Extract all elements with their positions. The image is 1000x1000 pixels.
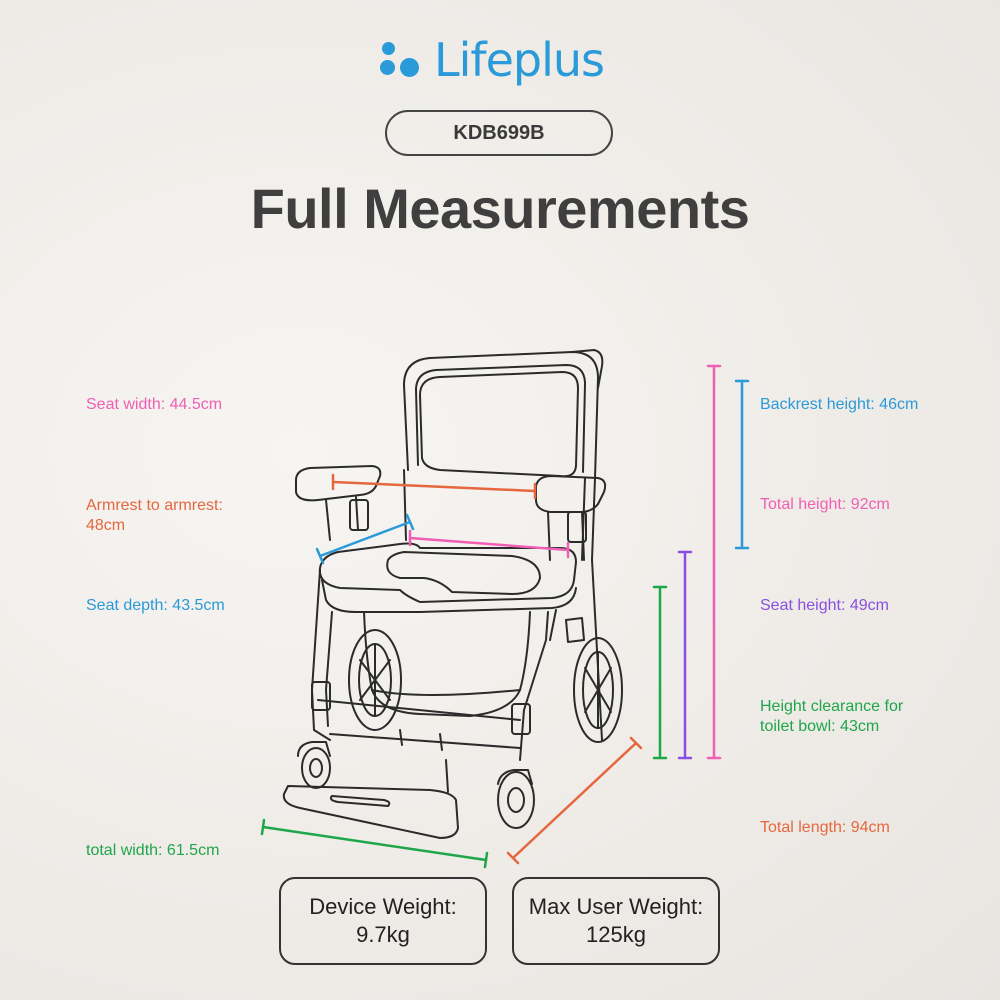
seat-width-dimension	[408, 529, 570, 559]
max-user-weight-value: 125kg	[586, 922, 646, 947]
total-width-dimension	[260, 818, 489, 869]
model-badge: KDB699B	[385, 110, 613, 156]
logo-dots-icon	[380, 36, 428, 84]
total-height-label: Total height: 92cm	[760, 496, 890, 513]
seat-height-label: Seat height: 49cm	[760, 597, 889, 614]
armrest-label-line1: Armrest to armrest:	[86, 497, 223, 514]
brand-name: Lifeplus	[434, 33, 605, 87]
armrest-label-line2: 48cm	[86, 517, 126, 534]
commode-chair-drawing	[282, 349, 623, 839]
seat-width-label: Seat width: 44.5cm	[86, 396, 223, 413]
max-user-weight-label: Max User Weight:	[528, 894, 704, 919]
clearance-label: Height clearance for toilet bowl: 43cm	[760, 697, 903, 737]
armrest-label: Armrest to armrest: 48cm	[86, 496, 223, 536]
page-title: Full Measurements	[250, 177, 750, 240]
max-user-weight-box: Max User Weight: 125kg	[512, 877, 720, 965]
device-weight-box: Device Weight: 9.7kg	[279, 877, 487, 965]
brand-logo: Lifeplus	[380, 30, 605, 90]
armrest-dimension	[331, 473, 537, 500]
backrest-height-dimension	[734, 379, 750, 550]
clearance-dimension	[652, 585, 668, 760]
total-width-label: total width: 61.5cm	[86, 842, 220, 859]
clearance-label-line2: toilet bowl: 43cm	[760, 718, 880, 735]
seat-height-dimension	[677, 550, 693, 760]
device-weight-label: Device Weight:	[309, 894, 457, 919]
total-height-dimension	[706, 364, 722, 760]
backrest-height-label: Backrest height: 46cm	[760, 396, 919, 413]
total-length-dimension	[506, 736, 643, 865]
clearance-label-line1: Height clearance for	[760, 698, 904, 715]
total-length-label: Total length: 94cm	[760, 819, 890, 836]
seat-depth-label: Seat depth: 43.5cm	[86, 597, 225, 614]
device-weight-value: 9.7kg	[356, 922, 410, 947]
seat-depth-dimension	[315, 513, 415, 565]
